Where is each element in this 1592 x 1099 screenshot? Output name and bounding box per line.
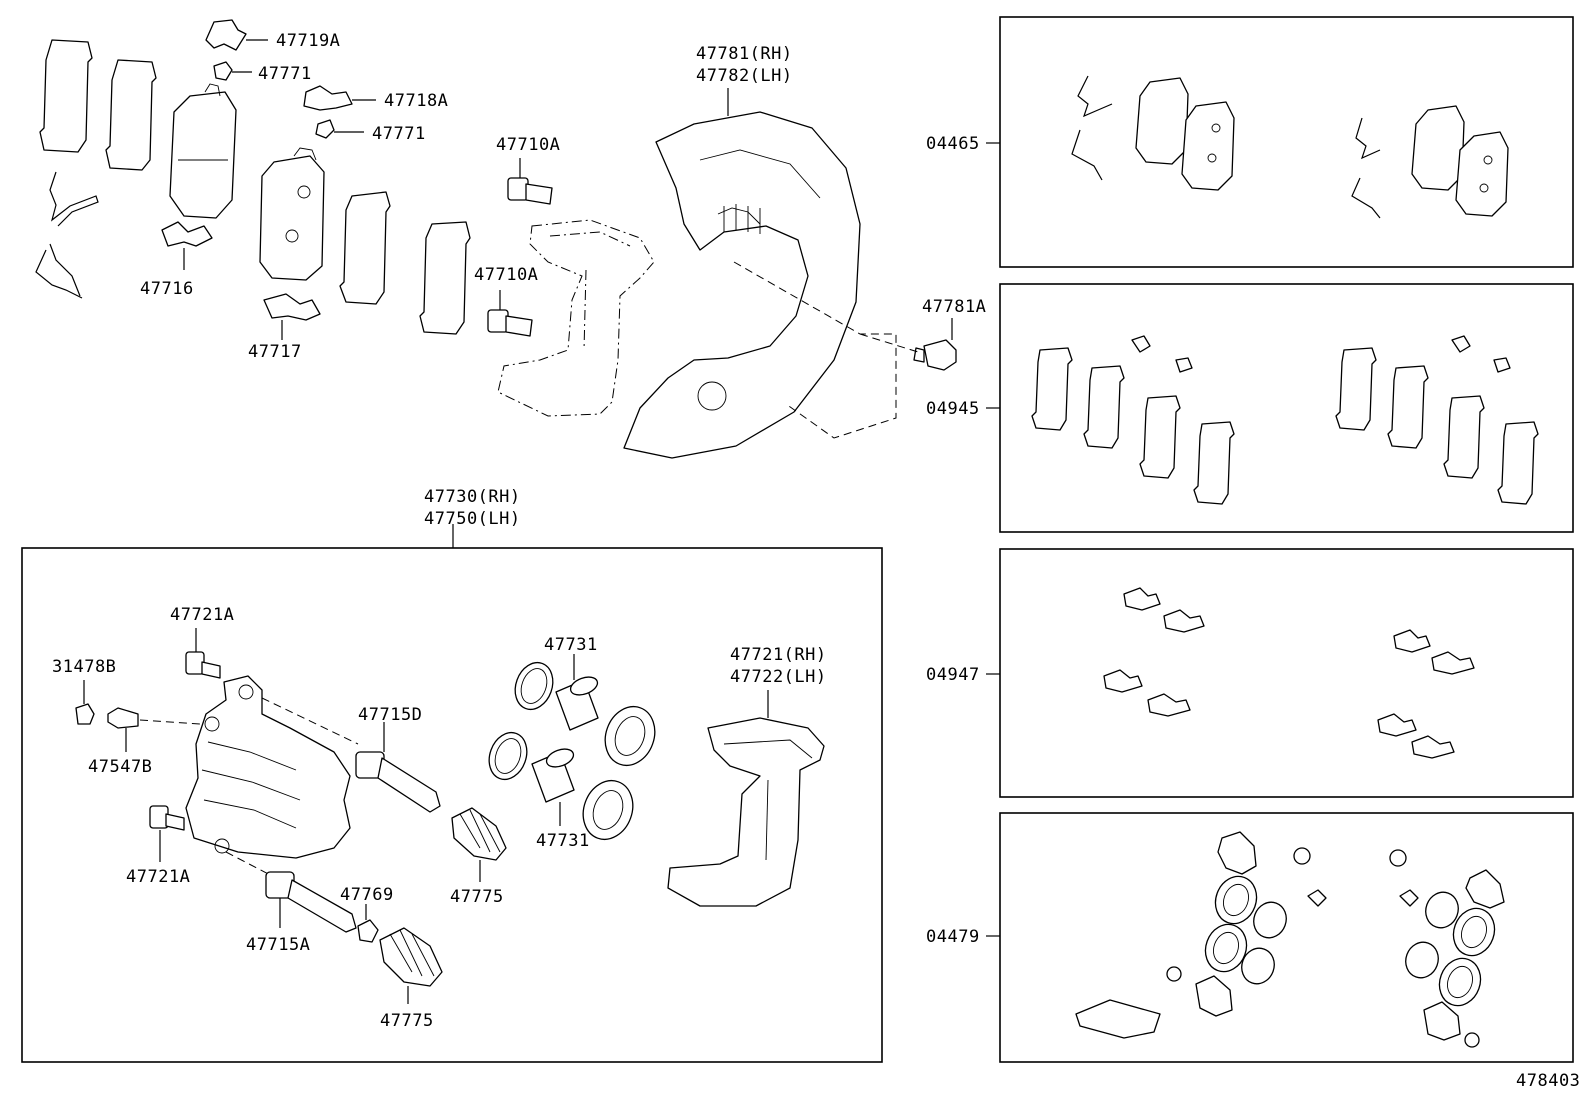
callout-47771-upper: 47771 xyxy=(258,64,312,84)
leader-lines-top-clips xyxy=(232,39,376,133)
callout-47719A: 47719A xyxy=(276,31,340,51)
anti-squeal-spring xyxy=(35,171,99,299)
anti-squeal-shims xyxy=(39,39,157,171)
piston-seals-47731 xyxy=(488,654,656,841)
kit-code-04945: 04945 xyxy=(926,399,980,419)
kit-frame-04947 xyxy=(999,548,1574,798)
callout-labels: 47719A 47771 47718A 47771 47716 47717 47… xyxy=(52,31,1580,1091)
boot-47775-upper xyxy=(451,807,507,882)
callout-47710A-lower: 47710A xyxy=(474,265,538,285)
pad-wear-indicator-47716 xyxy=(161,221,213,270)
dust-cover-bolt-47781A xyxy=(913,318,957,371)
kit-frame-04465 xyxy=(999,16,1574,268)
callout-47781A: 47781A xyxy=(922,297,986,317)
disc-brake-pad-inner xyxy=(169,83,237,219)
caliper-bolt-47721A-top xyxy=(185,628,221,679)
kit-code-04479: 04479 xyxy=(926,927,980,947)
caliper-mounting-47721 xyxy=(667,690,825,907)
callout-47775-upper: 47775 xyxy=(450,887,504,907)
callout-47722-lh: 47722(LH) xyxy=(730,667,827,687)
callout-47715D: 47715D xyxy=(358,705,422,725)
callout-47547B: 47547B xyxy=(88,757,152,777)
callout-47721A-top: 47721A xyxy=(170,605,234,625)
slide-pin-47715D xyxy=(355,722,441,813)
caliper-mounting-outline xyxy=(497,219,655,417)
caliper-assembly-frame xyxy=(21,547,883,1063)
boot-47775-lower xyxy=(379,927,443,1004)
kit-04465-contents xyxy=(1071,75,1509,219)
callout-47710A-upper: 47710A xyxy=(496,135,560,155)
kit-code-04465: 04465 xyxy=(926,134,980,154)
callout-47731-upper: 47731 xyxy=(544,635,598,655)
diagram-footer-id: 478403 xyxy=(1516,1071,1580,1091)
caliper-bolt-upper xyxy=(507,158,553,205)
callout-47721-rh: 47721(RH) xyxy=(730,645,827,665)
kit-code-04947: 04947 xyxy=(926,665,980,685)
pad-clips xyxy=(205,19,353,139)
kit-04945-contents xyxy=(1031,335,1539,505)
callout-47781-rh: 47781(RH) xyxy=(696,44,793,64)
kit-04479-contents xyxy=(1075,831,1505,1048)
kit-frame-04945 xyxy=(999,283,1574,533)
bleeder-plug-47547B xyxy=(107,707,201,752)
caliper-bolt-47721A-bottom xyxy=(149,805,185,862)
bleeder-plug-31478B xyxy=(75,680,95,725)
kit-leader-ticks xyxy=(986,142,1000,937)
callout-47771-lower: 47771 xyxy=(372,124,426,144)
callout-31478B: 31478B xyxy=(52,657,116,677)
disc-dust-cover xyxy=(623,88,861,459)
kit-04947-contents xyxy=(1103,587,1475,759)
kit-frame-04479 xyxy=(999,812,1574,1063)
callout-47717: 47717 xyxy=(248,342,302,362)
pad-support-plate-47717 xyxy=(263,293,321,340)
pad-shim-outer xyxy=(339,191,471,335)
disc-brake-pad-outer xyxy=(259,147,325,281)
callout-47775-lower: 47775 xyxy=(380,1011,434,1031)
callout-47718A: 47718A xyxy=(384,91,448,111)
callout-47715A: 47715A xyxy=(246,935,310,955)
callout-47782-lh: 47782(LH) xyxy=(696,66,793,86)
callout-47721A-bottom: 47721A xyxy=(126,867,190,887)
callout-47731-lower: 47731 xyxy=(536,831,590,851)
bushing-47769 xyxy=(357,904,379,943)
caliper-bolt-lower xyxy=(487,290,533,337)
callout-47716: 47716 xyxy=(140,279,194,299)
dust-cover-dashed-guides xyxy=(733,261,919,439)
slide-pin-47715A xyxy=(265,871,357,933)
callout-47750-lh: 47750(LH) xyxy=(424,509,521,529)
callout-47730-rh: 47730(RH) xyxy=(424,487,521,507)
caliper-body xyxy=(185,675,359,879)
callout-47769: 47769 xyxy=(340,885,394,905)
